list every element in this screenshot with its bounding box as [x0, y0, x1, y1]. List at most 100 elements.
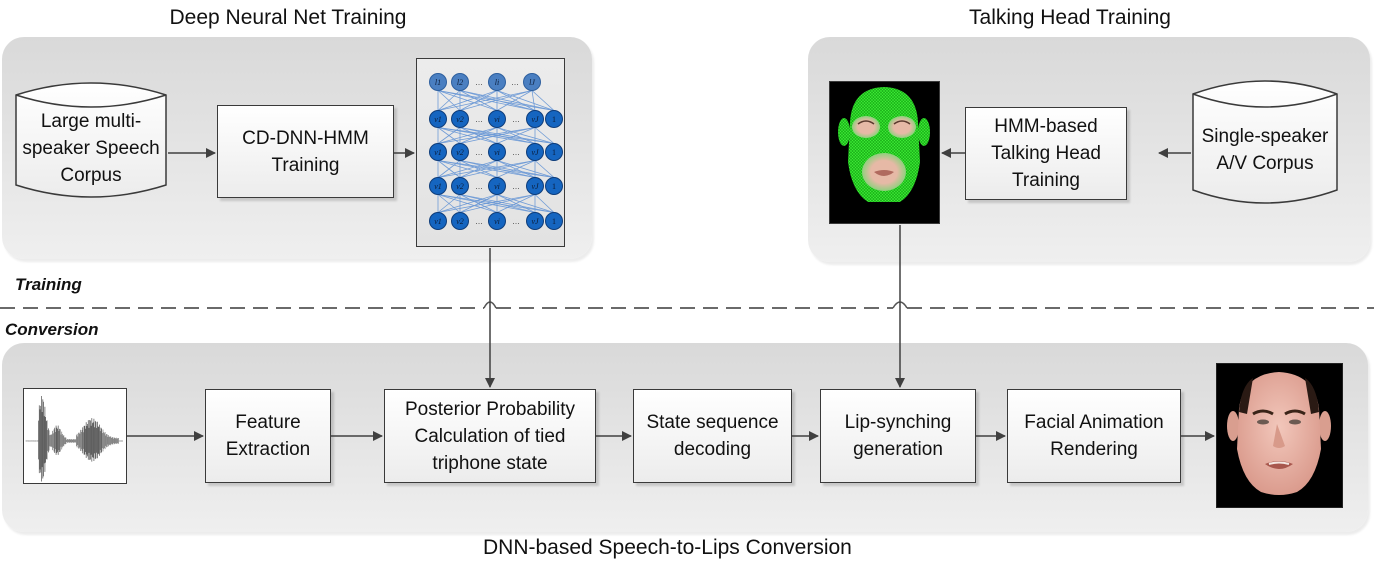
rendered-face-image [1216, 363, 1343, 508]
network-edge [459, 90, 533, 111]
hidden-node [488, 177, 506, 195]
hidden-node [429, 212, 447, 230]
hidden-node [526, 212, 544, 230]
hidden-node-label: v1 [434, 182, 442, 191]
posterior-probability-label: Posterior Probability Calculation of tie… [404, 398, 576, 474]
ellipsis: … [512, 148, 520, 157]
network-edge [437, 127, 498, 144]
network-edge [534, 127, 555, 144]
output-node-label: li [495, 78, 499, 87]
mesh-face-icon [838, 87, 930, 202]
hidden-node [488, 110, 506, 128]
ellipsis: … [475, 148, 483, 157]
facial-animation-rendering-box: Facial Animation Rendering [1007, 389, 1181, 483]
waveform-icon [25, 396, 123, 482]
hidden-node-label: v1 [434, 115, 442, 124]
hidden-node [429, 177, 447, 195]
hidden-node [429, 143, 447, 161]
ellipsis: … [512, 217, 520, 226]
hidden-node [545, 212, 563, 230]
hidden-node [488, 212, 506, 230]
face-model-image [829, 81, 940, 224]
network-edge [531, 90, 555, 111]
network-edge [437, 90, 461, 111]
hmm-talking-head-training-label: HMM-based Talking Head Training [991, 116, 1101, 191]
network-edge [459, 194, 536, 213]
training-section-label: Training [15, 275, 82, 294]
dnn-training-title: Deep Neural Net Training [169, 6, 407, 29]
network-edge [437, 127, 461, 144]
hidden-node-label: 1 [552, 148, 556, 157]
talking-head-training-title: Talking Head Training [969, 6, 1171, 29]
network-edge [534, 194, 555, 213]
hidden-node-label: 1 [552, 115, 556, 124]
hidden-node-label: v2 [456, 217, 464, 226]
hidden-node-label: v2 [456, 115, 464, 124]
network-edge [459, 90, 555, 111]
speech-waveform-image [23, 388, 127, 484]
posterior-probability-box: Posterior Probability Calculation of tie… [384, 389, 596, 483]
state-sequence-decoding-box: State sequence decoding [633, 389, 792, 483]
lip-synching-generation-box: Lip-synching generation [820, 389, 976, 483]
network-edge [437, 90, 533, 111]
cd-dnn-hmm-training-label: CD-DNN-HMM Training [242, 127, 369, 176]
network-edge [496, 160, 555, 178]
ellipsis: … [475, 182, 483, 191]
line-jump [892, 301, 908, 309]
network-edge [437, 194, 536, 213]
output-node-label: l2 [457, 78, 463, 87]
ellipsis: … [475, 78, 483, 87]
hidden-node [451, 143, 469, 161]
hidden-node-label: vi [494, 182, 500, 191]
feature-extraction-label: Feature Extraction [225, 412, 311, 460]
conversion-section-label: Conversion [5, 320, 99, 339]
line-jump [483, 301, 497, 309]
network-edge [437, 194, 498, 213]
hidden-node-label: v1 [434, 148, 442, 157]
database-icon [1192, 80, 1338, 204]
network-edge [459, 127, 498, 144]
network-edge [496, 160, 536, 178]
hidden-node-label: vJ [531, 182, 539, 191]
av-corpus-database: Single-speaker A/V Corpus [1191, 78, 1339, 208]
lip-synching-generation-label: Lip-synching generation [844, 412, 952, 460]
feature-extraction-box: Feature Extraction [205, 389, 331, 483]
network-edge [496, 127, 536, 144]
network-edge [459, 127, 536, 144]
hidden-node-label: vJ [531, 115, 539, 124]
av-corpus-label: Single-speaker A/V Corpus [1201, 126, 1329, 174]
face-icon [1227, 372, 1331, 495]
output-node [488, 73, 506, 91]
network-edge [437, 127, 536, 144]
cd-dnn-hmm-training-box: CD-DNN-HMM Training [217, 105, 394, 198]
hidden-node-label: vi [494, 115, 500, 124]
hidden-node [451, 110, 469, 128]
network-edge [459, 160, 536, 178]
hidden-node [526, 143, 544, 161]
hidden-node-label: v1 [434, 217, 442, 226]
network-edge [496, 90, 536, 111]
hidden-node [526, 110, 544, 128]
output-node [523, 73, 541, 91]
network-edge [496, 194, 555, 213]
network-edge [437, 160, 461, 178]
hidden-node-label: vJ [531, 148, 539, 157]
network-edge [437, 194, 461, 213]
network-edge [437, 160, 498, 178]
speech-corpus-label: Large multi- speaker Speech Corpus [22, 110, 160, 186]
state-sequence-decoding-label: State sequence decoding [646, 412, 779, 460]
network-edge [459, 194, 498, 213]
network-edge [459, 127, 555, 144]
hidden-node-label: v2 [456, 182, 464, 191]
hidden-node-label: v2 [456, 148, 464, 157]
network-edge [531, 90, 536, 111]
hidden-node [545, 177, 563, 195]
ellipsis: … [512, 182, 520, 191]
network-edge [459, 194, 555, 213]
network-edge [496, 90, 555, 111]
network-edge [496, 194, 536, 213]
network-edge [459, 160, 498, 178]
database-icon [15, 82, 167, 198]
